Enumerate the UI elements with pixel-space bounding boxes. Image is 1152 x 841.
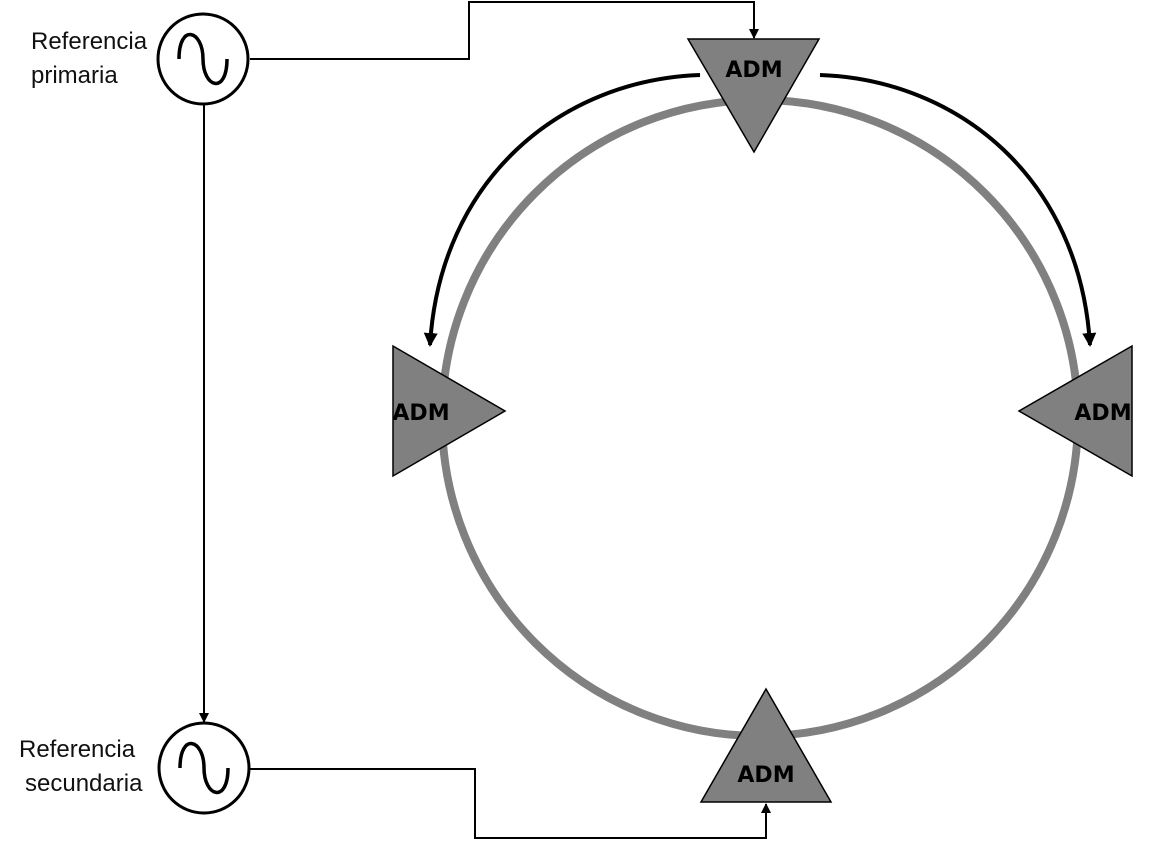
adm-node-top: ADM (686, 38, 821, 154)
primary-reference-line1: Referencia (31, 28, 148, 55)
adm-left-label: ADM (392, 401, 449, 426)
secondary-reference-line1: Referencia (19, 736, 136, 763)
primary-reference-label: Referencia primaria (31, 25, 147, 93)
sine-wave-source-icon (156, 12, 250, 106)
secondary-reference-label: Referencia secundaria (19, 733, 142, 801)
primary-reference-line2: primaria (31, 62, 118, 89)
adm-right-label: ADM (1074, 401, 1131, 426)
secondary-reference-line2: secundaria (25, 770, 143, 797)
adm-node-right: ADM (1017, 344, 1133, 478)
network-ring (438, 96, 1082, 740)
adm-top-label: ADM (725, 58, 782, 83)
adm-bottom-label: ADM (737, 763, 794, 788)
primary-to-top-adm-line (250, 1, 759, 60)
adm-node-left: ADM (392, 344, 507, 478)
secondary-to-bottom-adm-line (250, 768, 771, 839)
curved-arrow-right (819, 73, 1097, 347)
curved-arrow-left (423, 73, 701, 347)
sine-wave-source-icon (157, 721, 251, 815)
adm-node-bottom: ADM (699, 687, 833, 803)
